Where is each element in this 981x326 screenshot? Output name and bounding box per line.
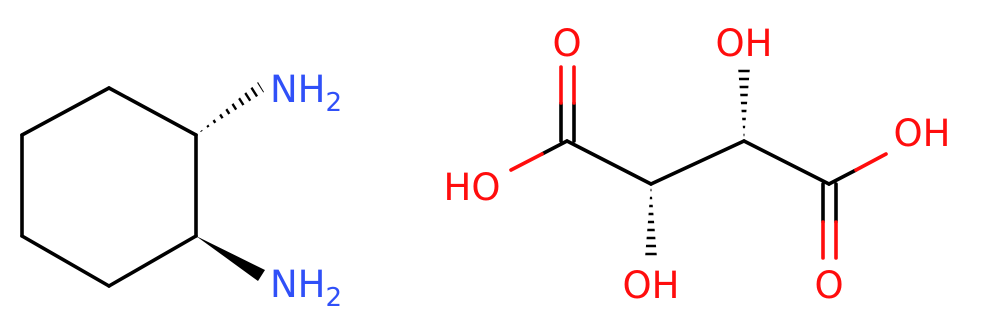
hashed-wedge-bond-hydroxyl-bottom — [645, 188, 657, 256]
acid-hydroxyl-label-left: HO — [444, 166, 501, 209]
backbone-bond — [649, 139, 746, 186]
cyclohexanediamine-molecule: NH2 NH2 — [20, 68, 342, 313]
hashed-wedge-bond-hydroxyl-top — [738, 69, 750, 137]
double-bond-carbonyl-left — [559, 65, 576, 143]
backbone-bond — [742, 139, 831, 186]
hashed-wedge-bond-amine-top — [196, 82, 264, 135]
ring-bond — [20, 86, 111, 137]
hydroxyl-label-bottom: OH — [623, 264, 680, 307]
amine-label-top: NH2 — [270, 68, 342, 118]
tartaric-acid-molecule: O OH OH HO OH O — [444, 22, 951, 307]
cyclohexane-ring — [20, 86, 198, 288]
amine-label-bottom: NH2 — [270, 263, 342, 313]
single-bond-acid-oh-right — [827, 152, 888, 186]
carbonyl-oxygen-label-right: O — [814, 264, 843, 307]
backbone-bond — [565, 139, 653, 186]
hydroxyl-label-top: OH — [716, 22, 773, 65]
solid-wedge-bond-amine-bottom — [196, 236, 265, 281]
double-bond-carbonyl-right — [821, 182, 838, 260]
carbonyl-oxygen-label-left: O — [552, 22, 581, 65]
ring-bond — [107, 234, 198, 288]
single-bond-acid-oh-left — [509, 139, 569, 172]
acid-hydroxyl-label-right: OH — [894, 112, 951, 155]
ring-bond — [107, 86, 198, 137]
ring-bond — [20, 234, 111, 288]
